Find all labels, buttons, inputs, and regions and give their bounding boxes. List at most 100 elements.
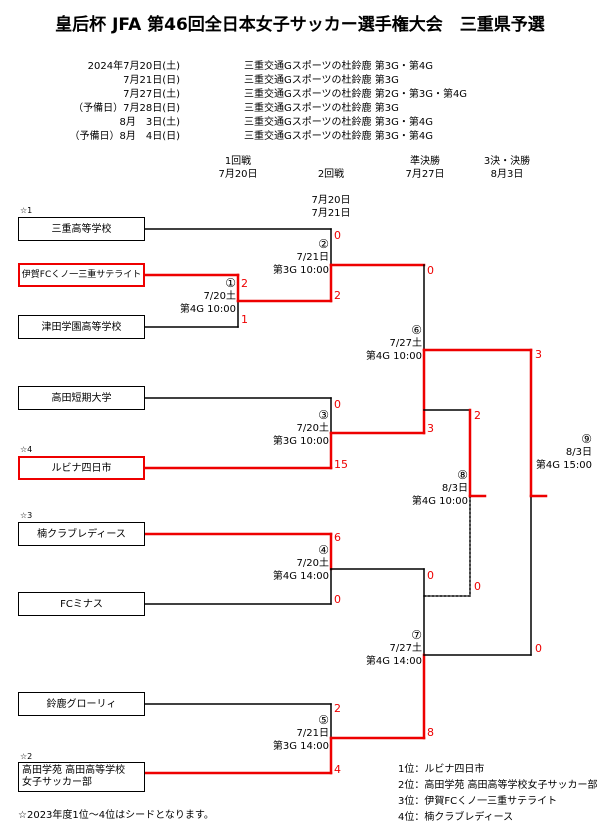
round-date: 7月20日 xyxy=(218,169,258,180)
score: 2 xyxy=(334,289,341,302)
seed-label: ☆3 xyxy=(20,511,33,520)
score: 3 xyxy=(427,422,434,435)
score: 0 xyxy=(427,569,434,582)
schedule-venue: 三重交通Gスポーツの杜鈴鹿 第3G・第4G xyxy=(244,131,433,142)
match-venue: 第3G 10:00 xyxy=(272,265,329,276)
score: 8 xyxy=(427,726,434,739)
team-name: 高田短期大学 xyxy=(51,392,112,404)
schedule-date: （予備日）8月 4日(日) xyxy=(69,131,180,142)
score: 0 xyxy=(535,642,542,655)
footnote: ☆2023年度1位～4位はシードとなります。 xyxy=(18,810,214,821)
page-title: 皇后杯 JFA 第46回全日本女子サッカー選手権大会 三重県予選 xyxy=(55,15,545,35)
team-box: 鈴鹿グローリィ xyxy=(18,692,145,716)
match-info: ② 7/21日 第3G 10:00 xyxy=(259,238,329,277)
schedule-date: 2024年7月20日(土) xyxy=(87,61,180,72)
match-venue: 第4G 14:00 xyxy=(272,571,329,582)
score: 6 xyxy=(334,531,341,544)
match-venue: 第3G 14:00 xyxy=(272,741,329,752)
round-header: 2回戦 7月20日 7月21日 xyxy=(296,155,366,233)
match-info: ⑦ 7/27土 第4G 14:00 xyxy=(352,629,422,668)
match-venue: 第4G 10:00 xyxy=(411,496,468,507)
match-number: ② xyxy=(318,237,329,251)
match-number: ① xyxy=(225,276,236,290)
schedule-date: 7月21日(日) xyxy=(123,75,180,86)
match-date: 8/3日 xyxy=(565,447,592,458)
match-venue: 第4G 10:00 xyxy=(179,304,236,315)
match-venue: 第4G 14:00 xyxy=(365,656,422,667)
schedule-date: 8月 3日(土) xyxy=(119,117,180,128)
score: 2 xyxy=(334,702,341,715)
match-venue: 第4G 10:00 xyxy=(365,351,422,362)
score: 0 xyxy=(474,580,481,593)
team-box: 高田短期大学 xyxy=(18,386,145,410)
schedule-venue: 三重交通Gスポーツの杜鈴鹿 第2G・第3G・第4G xyxy=(244,89,468,100)
match-info: ① 7/20土 第4G 10:00 xyxy=(166,277,236,316)
schedule-venue: 三重交通Gスポーツの杜鈴鹿 第3G xyxy=(244,103,399,114)
schedule-date: （予備日）7月28日(日) xyxy=(73,103,180,114)
score: 2 xyxy=(241,277,248,290)
score: 0 xyxy=(334,229,341,242)
match-date: 7/20土 xyxy=(203,291,236,302)
round-name: 2回戦 xyxy=(317,169,345,180)
match-date: 7/21日 xyxy=(296,252,329,263)
team-name: 楠クラブレディース xyxy=(37,528,126,540)
team-name: 鈴鹿グローリィ xyxy=(46,698,117,710)
team-name: FCミナス xyxy=(60,598,103,610)
score: 2 xyxy=(474,409,481,422)
team-box: 楠クラブレディース xyxy=(18,522,145,546)
match-info: ④ 7/20土 第4G 14:00 xyxy=(259,544,329,583)
match-number: ⑧ xyxy=(457,468,468,482)
match-venue: 第4G 15:00 xyxy=(535,460,592,471)
match-info: ⑧ 8/3日 第4G 10:00 xyxy=(398,469,468,508)
match-date: 7/27土 xyxy=(389,338,422,349)
round-header: 準決勝 7月27日 xyxy=(390,155,460,181)
seed-label: ☆2 xyxy=(20,752,33,761)
schedule-date: 7月27日(土) xyxy=(123,89,180,100)
match-number: ③ xyxy=(318,408,329,422)
round-name: 1回戦 xyxy=(224,156,252,167)
match-date: 7/20土 xyxy=(296,558,329,569)
schedule-venue: 三重交通Gスポーツの杜鈴鹿 第3G xyxy=(244,75,399,86)
match-info: ⑤ 7/21日 第3G 14:00 xyxy=(259,714,329,753)
round-date: 8月3日 xyxy=(490,169,524,180)
round-date: 7月20日 7月21日 xyxy=(311,195,351,219)
round-name: 3決・決勝 xyxy=(483,156,531,167)
standing-3rd: 3位：伊賀FCくノ一三重サテライト xyxy=(398,796,558,807)
score: 0 xyxy=(334,593,341,606)
team-box: FCミナス xyxy=(18,592,145,616)
match-number: ④ xyxy=(318,543,329,557)
round-date: 7月27日 xyxy=(405,169,445,180)
team-name: 高田学苑 高田高等学校 女子サッカー部 xyxy=(22,765,126,788)
round-name: 準決勝 xyxy=(410,156,440,167)
team-box: 津田学園高等学校 xyxy=(18,315,145,339)
seed-label: ☆4 xyxy=(20,445,33,454)
match-info: ③ 7/20土 第3G 10:00 xyxy=(259,409,329,448)
score: 3 xyxy=(535,348,542,361)
score: 4 xyxy=(334,763,341,776)
match-info: ⑨ 8/3日 第4G 15:00 xyxy=(522,433,592,472)
team-name: ルビナ四日市 xyxy=(51,462,112,474)
match-number: ⑥ xyxy=(411,323,422,337)
round-header: 1回戦 7月20日 xyxy=(203,155,273,181)
match-number: ⑤ xyxy=(318,713,329,727)
team-box: 伊賀FCくノ一三重サテライト xyxy=(18,263,145,287)
match-date: 8/3日 xyxy=(441,483,468,494)
team-box: ルビナ四日市 xyxy=(18,456,145,480)
match-info: ⑥ 7/27土 第4G 10:00 xyxy=(352,324,422,363)
score: 0 xyxy=(427,264,434,277)
match-venue: 第3G 10:00 xyxy=(272,436,329,447)
score: 1 xyxy=(241,313,248,326)
standing-1st: 1位：ルビナ四日市 xyxy=(398,764,485,775)
match-number: ⑨ xyxy=(581,432,592,446)
schedule-venue: 三重交通Gスポーツの杜鈴鹿 第3G・第4G xyxy=(244,117,433,128)
team-name: 三重高等学校 xyxy=(51,223,112,235)
score: 0 xyxy=(334,398,341,411)
match-date: 7/27土 xyxy=(389,643,422,654)
team-box: 高田学苑 高田高等学校 女子サッカー部 xyxy=(18,762,145,792)
seed-label: ☆1 xyxy=(20,206,33,215)
standing-4th: 4位：楠クラブレディース xyxy=(398,812,514,823)
match-number: ⑦ xyxy=(411,628,422,642)
team-box: 三重高等学校 xyxy=(18,217,145,241)
match-date: 7/21日 xyxy=(296,728,329,739)
